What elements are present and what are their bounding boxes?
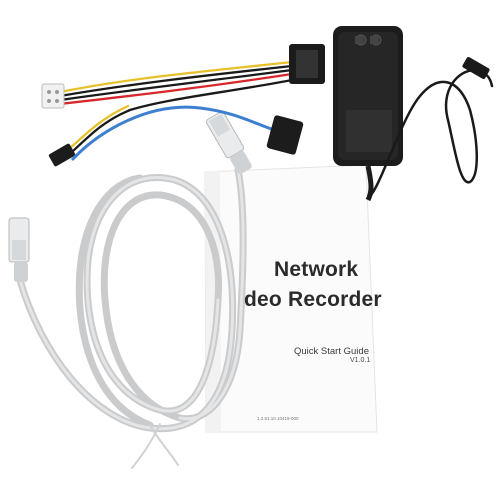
molex-connector bbox=[41, 83, 65, 109]
sata-data-cable bbox=[70, 105, 304, 162]
rj45-plug-top bbox=[205, 111, 252, 175]
small-black-connector bbox=[48, 143, 76, 167]
rj45-plug-left bbox=[8, 217, 30, 282]
guide-doc-code: 1.2.51.10.10419-000 bbox=[257, 416, 299, 421]
sata-power-splitter-cable bbox=[58, 60, 294, 154]
guide-title-line-1: Network bbox=[274, 258, 359, 281]
sata-power-connector bbox=[289, 44, 325, 84]
guide-title-line-2: deo Recorder bbox=[244, 288, 382, 311]
network-cable bbox=[16, 166, 247, 469]
guide-subtitle: Quick Start Guide bbox=[294, 346, 369, 357]
guide-version: V1.0.1 bbox=[350, 357, 371, 364]
dc-plug bbox=[462, 57, 490, 79]
power-adapter bbox=[333, 26, 403, 202]
